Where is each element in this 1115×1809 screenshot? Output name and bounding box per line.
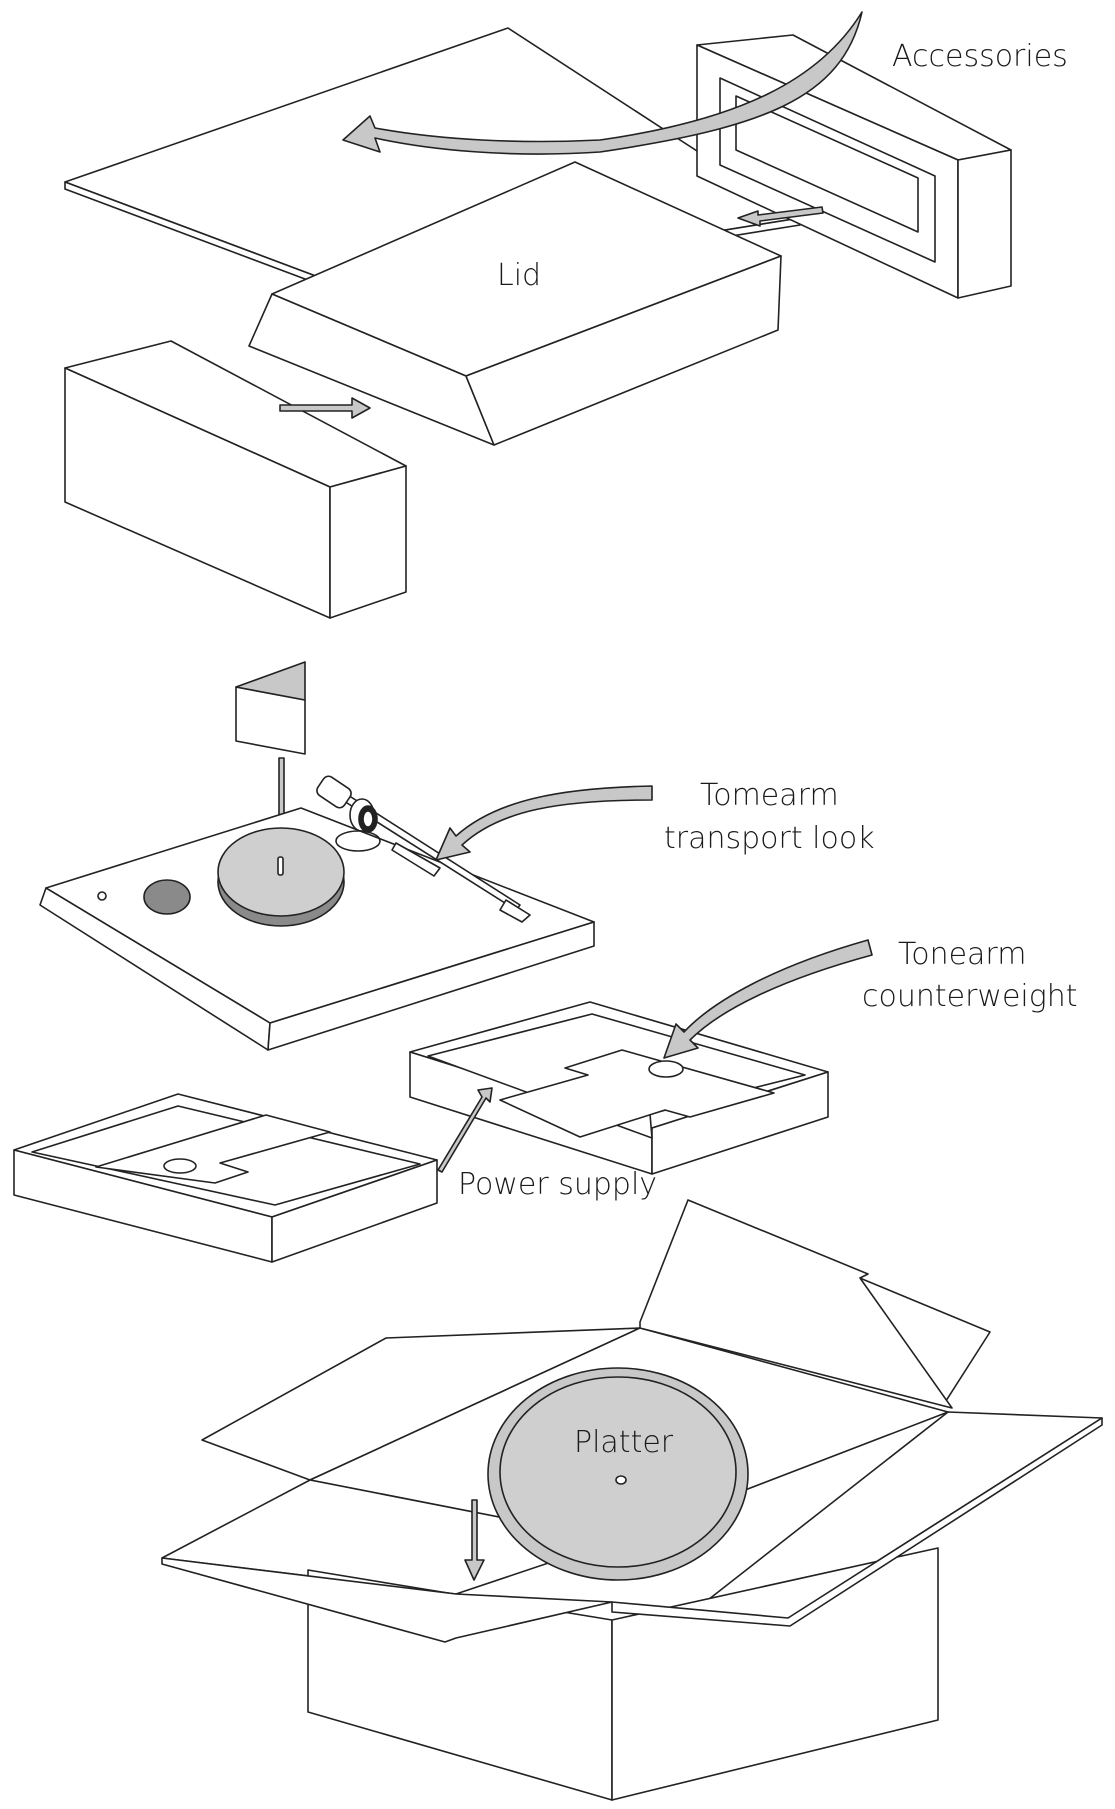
shipping-carton	[161, 1199, 1103, 1801]
tonearm-lock-label-line1: Tomearm	[700, 778, 839, 813]
right-foam-tray	[409, 1001, 829, 1175]
accessories-label: Accessories	[892, 39, 1068, 74]
power-supply-pointer	[437, 1087, 493, 1173]
counterweight-label-line2: counterweight	[862, 979, 1078, 1014]
sub-platter	[217, 827, 345, 927]
tonearm	[316, 775, 531, 923]
power-supply-label: Power supply	[458, 1167, 657, 1202]
accessories-arrow	[737, 206, 824, 227]
counterweight-label-line1: Tonearm	[898, 937, 1026, 972]
manual-flag	[235, 661, 306, 755]
tonearm-lock-label-line2: transport look	[664, 821, 875, 856]
accessories-curved-arrow	[342, 11, 863, 155]
left-foam-tray	[13, 1093, 438, 1263]
lid-box	[248, 161, 782, 446]
left-foam-block	[64, 340, 407, 619]
counterweight-arrow	[663, 939, 873, 1059]
tonearm-lock-arrow	[435, 785, 653, 861]
motor-disc	[143, 879, 191, 915]
platter-label: Platter	[574, 1425, 674, 1460]
lid-label: Lid	[497, 258, 541, 293]
platter	[487, 1367, 749, 1581]
foam-block-arrow	[279, 397, 371, 419]
platter-down-arrow	[464, 1499, 485, 1581]
